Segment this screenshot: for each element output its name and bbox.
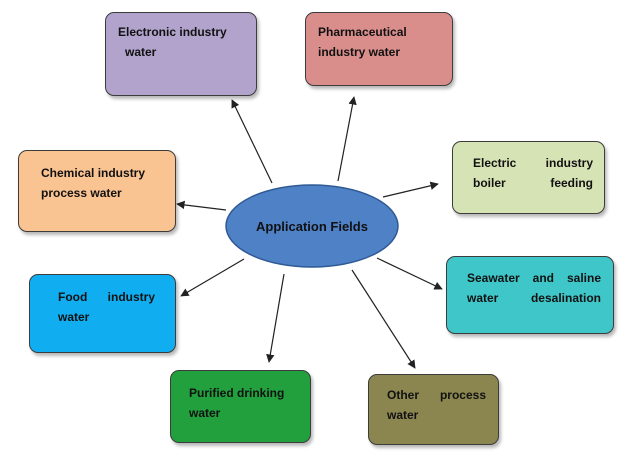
node-label-line: Food industry: [58, 290, 155, 304]
center-ellipse: [225, 184, 399, 268]
arrow-to-purified: [266, 273, 285, 363]
arrow-to-seawater: [376, 257, 443, 290]
arrow-to-electric: [382, 181, 439, 198]
node-label-line: water: [125, 45, 157, 59]
node-label-line: Seawater and saline: [467, 271, 601, 285]
node-pharmaceutical-industry-water: Pharmaceutical industry water: [305, 12, 453, 86]
node-label-line: water: [387, 408, 419, 422]
node-label-line: industry water: [318, 45, 401, 59]
node-seawater-desalination: Seawater and saline water desalination: [446, 256, 614, 334]
node-label-line: Electronic industry: [118, 25, 227, 39]
arrow-to-pharmaceutical: [337, 96, 357, 182]
node-label-line: Chemical industry: [41, 166, 146, 180]
arrow-to-food: [180, 258, 245, 297]
node-electric-industry-boiler-feeding: Electric industry boiler feeding: [452, 141, 605, 214]
node-label-line: Other process: [387, 388, 486, 402]
node-label-line: Purified drinking: [189, 386, 285, 400]
node-label-line: Electric industry: [473, 156, 593, 170]
node-label-line: Pharmaceutical: [318, 25, 407, 39]
arrow-to-electronic: [231, 99, 273, 184]
node-chemical-industry-process-water: Chemical industry process water: [18, 150, 176, 232]
node-label-line: water: [58, 310, 90, 324]
node-other-process-water: Other process water: [368, 374, 499, 445]
arrow-to-other: [351, 269, 416, 369]
node-food-industry-water: Food industry water: [29, 274, 176, 353]
node-label-line: water: [189, 406, 221, 420]
node-label-line: process water: [41, 186, 122, 200]
node-label-line: boiler feeding: [473, 176, 593, 190]
node-electronic-industry-water: Electronic industry water: [105, 12, 257, 96]
arrow-to-chemical: [176, 200, 227, 211]
node-purified-drinking-water: Purified drinking water: [170, 370, 311, 443]
node-label-line: water desalination: [467, 291, 601, 305]
center-label: Application Fields: [256, 218, 368, 234]
